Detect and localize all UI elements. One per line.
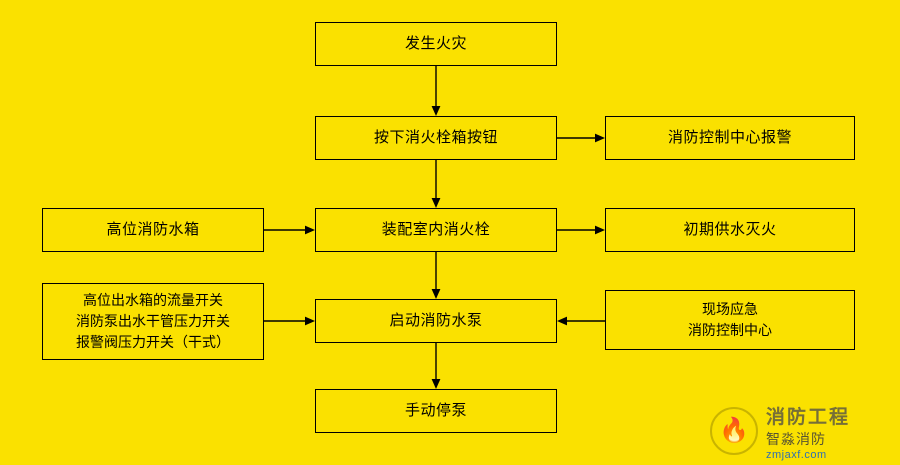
connector-hydrant-to-initial-fight [557, 223, 605, 237]
node-high-position-water-tank[interactable]: 高位消防水箱 [42, 208, 264, 252]
watermark-url: zmjaxf.com [766, 448, 827, 461]
connector-fire-to-button [429, 66, 443, 116]
node-press-hydrant-button[interactable]: 按下消火栓箱按钮 [315, 116, 557, 160]
connector-high-tank-to-hydrant [264, 223, 315, 237]
node-pressure-flow-switches[interactable]: 高位出水箱的流量开关 消防泵出水干管压力开关 报警阀压力开关（干式） [42, 283, 264, 360]
connector-hydrant-to-start-pump [429, 252, 443, 299]
flame-glyph: 🔥 [719, 417, 749, 444]
node-alarm-center[interactable]: 消防控制中心报警 [605, 116, 855, 160]
connector-start-pump-to-manual-stop [429, 343, 443, 389]
node-start-fire-pump[interactable]: 启动消防水泵 [315, 299, 557, 343]
watermark-title: 消防工程 [766, 406, 851, 428]
node-initial-firefighting[interactable]: 初期供水灭火 [605, 208, 855, 252]
connector-button-to-alarm-center [557, 131, 605, 145]
connector-site-emergency-to-start-pump [557, 314, 605, 328]
connector-button-to-hydrant [429, 160, 443, 208]
node-site-emergency-control-center[interactable]: 现场应急 消防控制中心 [605, 290, 855, 350]
connector-switches-to-start-pump [264, 314, 315, 328]
watermark-subtitle: 智淼消防 [766, 430, 826, 447]
flame-icon: 🔥 [710, 407, 758, 455]
node-manual-stop-pump[interactable]: 手动停泵 [315, 389, 557, 433]
node-fire[interactable]: 发生火灾 [315, 22, 557, 66]
node-indoor-hydrant[interactable]: 装配室内消火栓 [315, 208, 557, 252]
watermark-text: 消防工程 智淼消防 zmjaxf.com [766, 402, 850, 461]
watermark: 🔥 消防工程 智淼消防 zmjaxf.com [710, 405, 890, 461]
